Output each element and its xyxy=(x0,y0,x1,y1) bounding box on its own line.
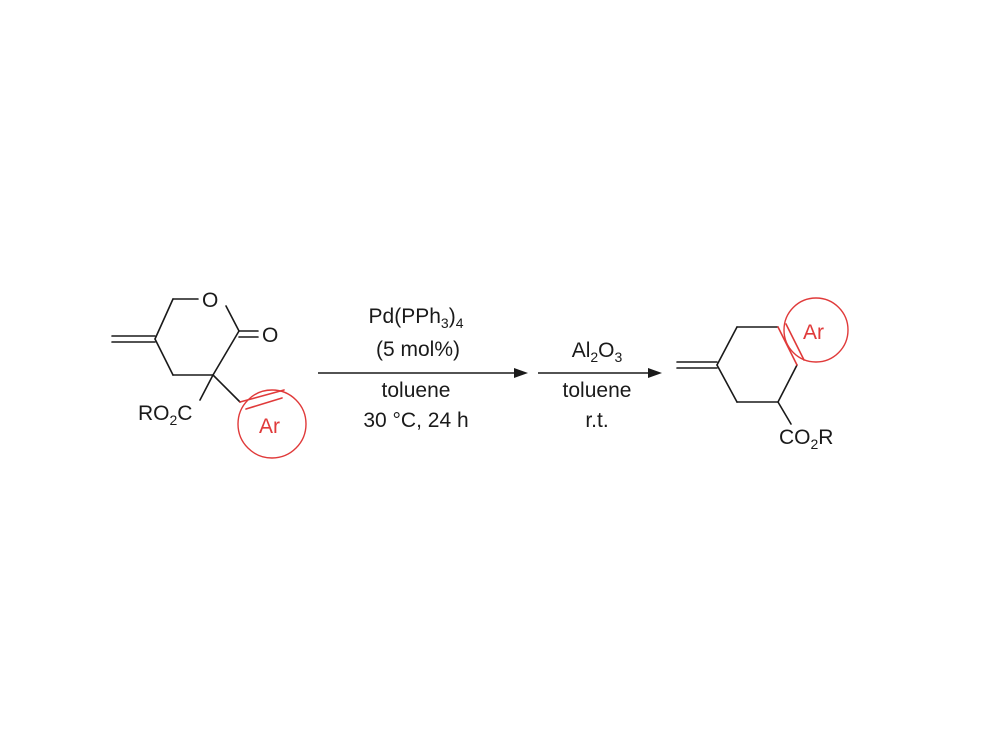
sm-ring-bond xyxy=(212,330,240,376)
pr-ester-label-pre: CO xyxy=(779,426,811,449)
step2-solvent-label: toluene xyxy=(563,379,632,402)
step2-reagent-sub2: 3 xyxy=(615,349,623,365)
product: Ar CO2R xyxy=(676,297,849,452)
pr-ring-bond xyxy=(777,364,798,403)
sm-carbonyl-oxygen-label: O xyxy=(262,324,278,347)
sm-ester-label-pre: RO xyxy=(138,402,170,425)
sm-ring-bond xyxy=(154,298,174,340)
pr-ester-label: CO2R xyxy=(779,426,833,452)
sm-ester-label: RO2C xyxy=(138,402,192,428)
sm-aryl-label: Ar xyxy=(259,415,280,438)
step1-conditions-label: 30 °C, 24 h xyxy=(363,409,468,432)
sm-ring-oxygen-label: O xyxy=(202,289,218,312)
step1-loading-label: (5 mol%) xyxy=(376,338,460,361)
sm-aryl-double-bond-2 xyxy=(245,397,283,410)
step1-catalyst-sub2: 4 xyxy=(456,315,464,331)
starting-material: O O RO2C Ar xyxy=(111,289,307,459)
step1-solvent-label: toluene xyxy=(382,379,451,402)
step1-arrow-head xyxy=(514,368,528,378)
pr-ring-bond xyxy=(716,364,738,403)
sm-ring-bond xyxy=(154,338,174,376)
sm-ester-bond xyxy=(199,374,214,401)
pr-aryl-label: Ar xyxy=(803,321,824,344)
pr-ester-label-sub: 2 xyxy=(811,436,819,452)
step1-catalyst-label: Pd(PPh3)4 xyxy=(369,305,464,331)
step2-reagent-pre: Al xyxy=(572,339,591,362)
sm-ester-label-sub: 2 xyxy=(170,412,178,428)
step2-reagent-mid: O xyxy=(598,339,614,362)
pr-aryl-double-bond-2 xyxy=(785,323,805,361)
step2-reagent-label: Al2O3 xyxy=(572,339,623,365)
pr-ester-label-post: R xyxy=(818,426,833,449)
step1-catalyst-pre: Pd(PPh xyxy=(369,305,441,328)
pr-aryl-ring-circle xyxy=(783,297,849,363)
pr-ring-bond xyxy=(716,326,738,366)
step1-catalyst-mid: ) xyxy=(449,305,456,328)
step2-conditions-label: r.t. xyxy=(585,409,608,432)
step1: Pd(PPh3)4 (5 mol%) toluene 30 °C, 24 h xyxy=(318,305,528,432)
sm-ring-bond xyxy=(225,305,240,332)
sm-ester-label-post: C xyxy=(177,402,192,425)
sm-benzyl-bond xyxy=(212,374,241,403)
pr-ester-bond xyxy=(777,401,792,425)
step2-arrow-head xyxy=(648,368,662,378)
step1-catalyst-sub1: 3 xyxy=(441,315,449,331)
sm-aryl-ring-circle xyxy=(237,389,307,459)
step2: Al2O3 toluene r.t. xyxy=(538,339,662,432)
step2-reagent-sub1: 2 xyxy=(590,349,598,365)
